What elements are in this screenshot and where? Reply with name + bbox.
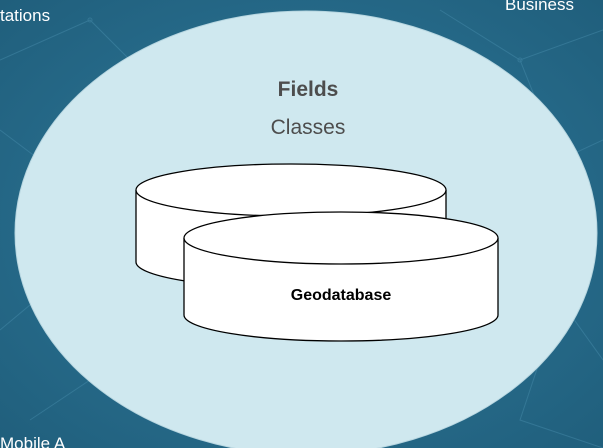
- geodatabase-cylinder: Geodatabase: [183, 211, 499, 342]
- geodatabase-label: Geodatabase: [291, 287, 392, 304]
- back-cylinder-top: [135, 163, 447, 217]
- front-cylinder-top: [183, 211, 499, 265]
- ellipse-subtitle: Classes: [271, 116, 346, 139]
- front-cylinder-body: [183, 238, 499, 342]
- label-business: Business: [505, 0, 574, 14]
- ellipse-title: Fields: [278, 78, 339, 101]
- label-mobile-apps: Mobile A: [0, 434, 66, 448]
- label-presentations: tations: [0, 6, 51, 25]
